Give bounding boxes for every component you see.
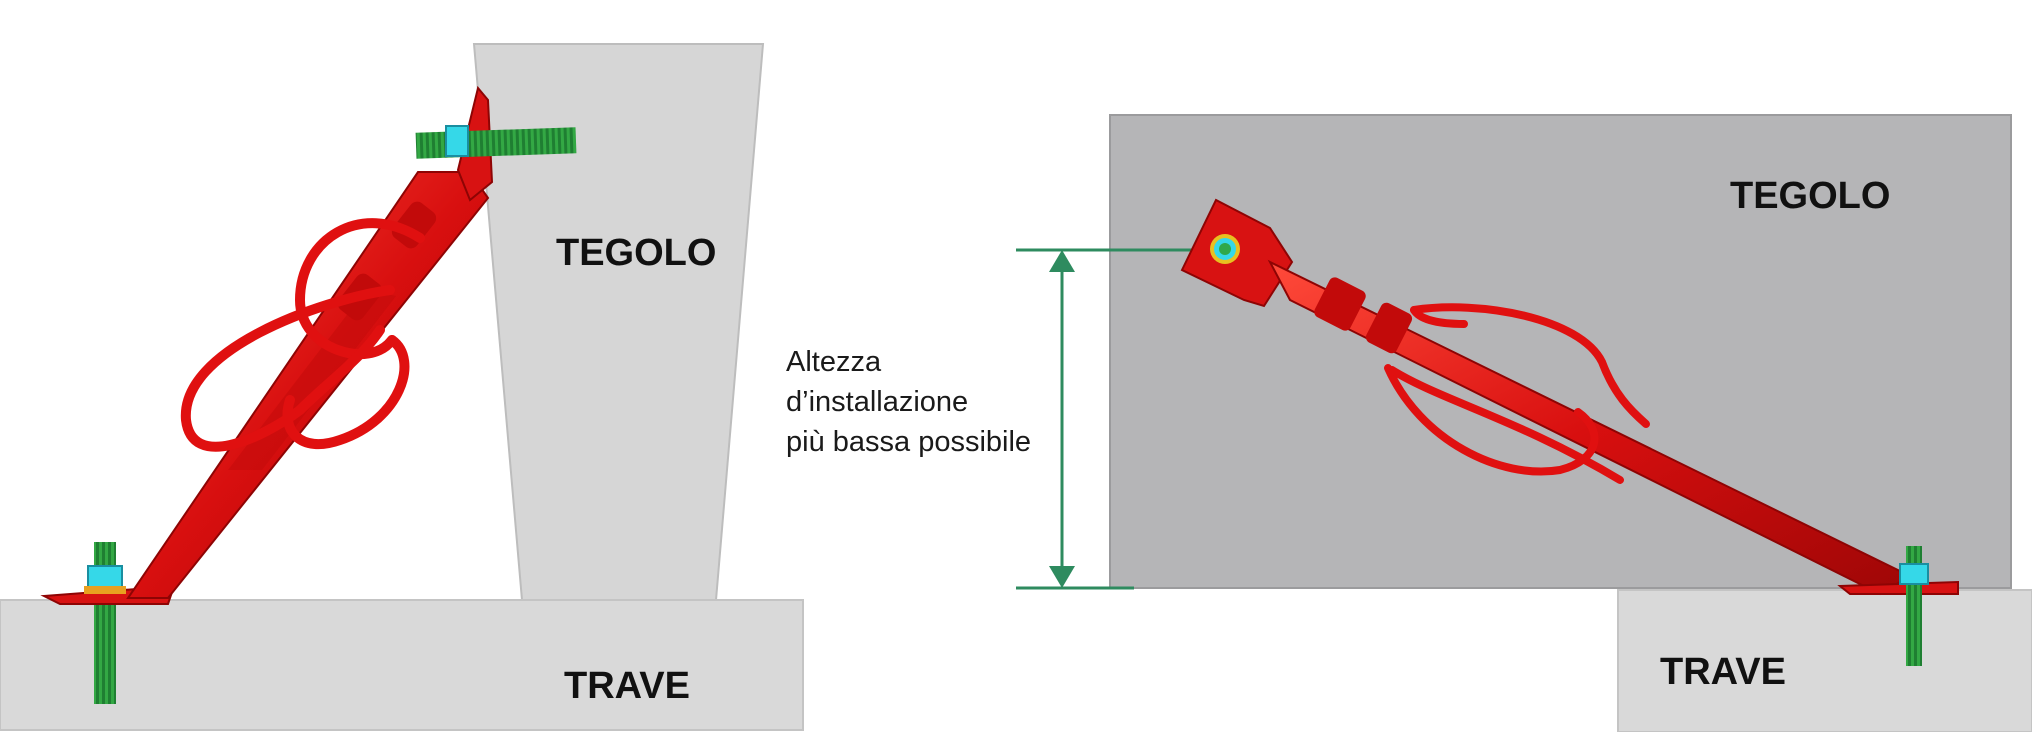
height-dimension bbox=[1016, 248, 1222, 590]
right-nut bbox=[1899, 563, 1929, 585]
note-line-2: d’installazione bbox=[786, 386, 969, 418]
right-trave-beam bbox=[1617, 589, 2032, 732]
left-trave-label: TRAVE bbox=[564, 665, 690, 707]
dimension-arrow-up bbox=[1049, 250, 1075, 272]
left-anchor-body bbox=[126, 85, 494, 599]
note-line-3: più bassa possibile bbox=[786, 426, 1032, 458]
note-line-1: Altezza bbox=[786, 346, 882, 378]
left-trave-beam bbox=[0, 599, 804, 731]
right-anchor-hole-bolt bbox=[1219, 243, 1231, 255]
right-tegolo-label: TEGOLO bbox=[1730, 175, 1890, 217]
right-anchor-collar-1 bbox=[1314, 277, 1366, 331]
left-spring-clips bbox=[180, 218, 425, 452]
right-panel: TEGOLO TRAVE bbox=[1016, 114, 2032, 732]
left-bottom-washer bbox=[84, 586, 126, 594]
left-bottom-nut bbox=[87, 565, 123, 589]
right-spring-clips bbox=[1384, 303, 1650, 484]
right-trave-label: TRAVE bbox=[1660, 651, 1786, 693]
left-tegolo-web bbox=[472, 43, 765, 601]
right-anchor-collar-2 bbox=[1365, 302, 1413, 354]
installation-height-note: Altezza d’installazione più bassa possib… bbox=[786, 342, 1031, 462]
left-top-nut bbox=[445, 125, 469, 157]
right-tegolo-slab bbox=[1109, 114, 2012, 589]
left-panel: TEGOLO TRAVE bbox=[0, 43, 804, 731]
left-tegolo-label: TEGOLO bbox=[556, 232, 716, 274]
dimension-arrow-down bbox=[1049, 566, 1075, 588]
